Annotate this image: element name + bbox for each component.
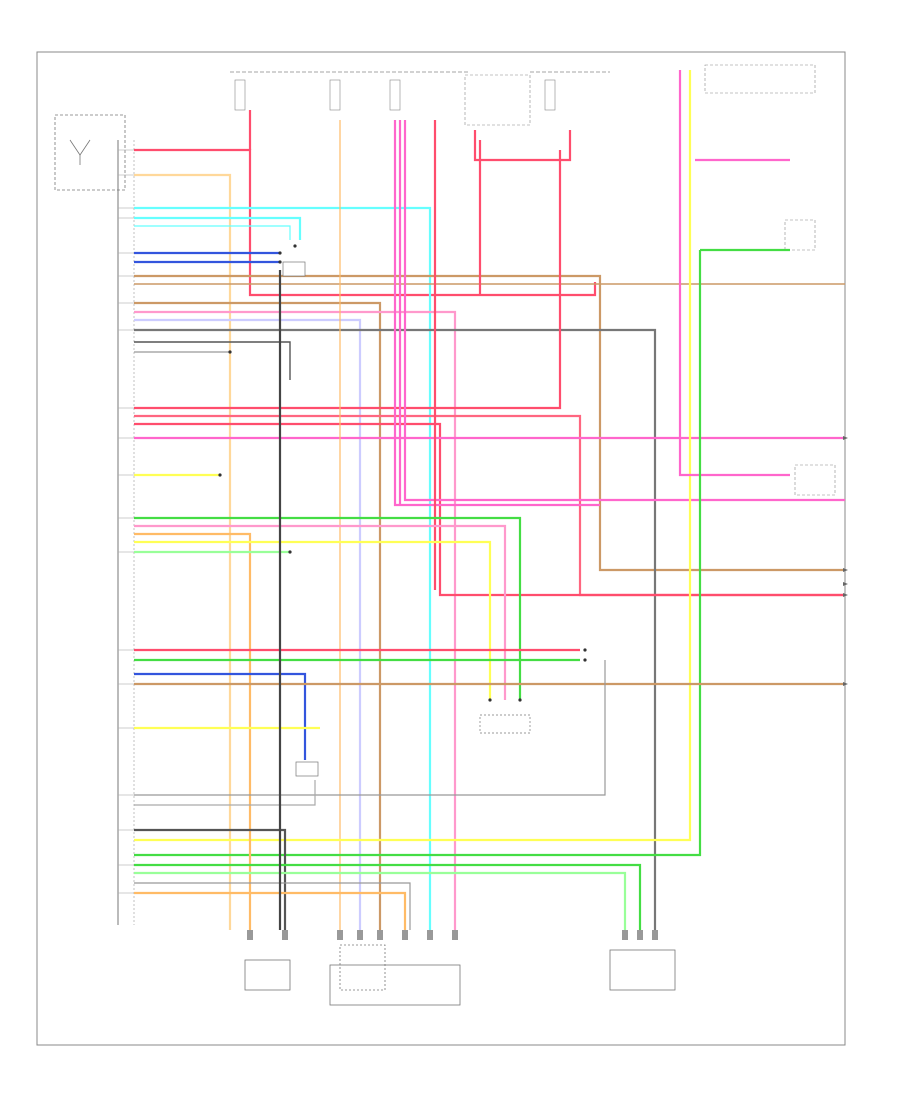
wire-gry-3 — [134, 660, 606, 796]
connector-dots — [218, 244, 587, 702]
wire-red-5 — [134, 422, 845, 597]
wire-pink-10 — [134, 524, 507, 700]
top-fuse-boxes — [230, 71, 610, 126]
right-edge-arrows — [843, 436, 848, 686]
wire-pink-2 — [134, 318, 362, 930]
wire-pink-4 — [393, 120, 600, 507]
wire-pink-8 — [678, 70, 790, 477]
wire-ltblu-3 — [134, 225, 291, 240]
wire-red-3 — [134, 150, 562, 410]
wires — [134, 70, 845, 930]
wire-red-1 — [134, 148, 597, 297]
wire-brn-1 — [134, 274, 845, 572]
wire-blk-2 — [134, 828, 287, 930]
wire-pink-1 — [134, 310, 457, 930]
wire-yel-1 — [134, 70, 692, 842]
pcm-connector — [117, 140, 135, 925]
diagram-frame — [36, 51, 846, 1046]
pcm-pin-ticks — [118, 149, 134, 894]
wire-tan-2 — [134, 532, 252, 930]
wire-dkblu-3 — [134, 672, 307, 760]
wire-gry-1 — [134, 328, 657, 930]
wire-ltgrn-2 — [134, 871, 627, 930]
wire-pink-6 — [403, 120, 845, 502]
wire-red-6 — [473, 130, 572, 162]
wire-tan-1 — [134, 173, 232, 930]
wire-yel-3 — [134, 540, 492, 700]
wire-gry-5 — [134, 882, 411, 930]
wire-grn-2 — [134, 250, 702, 857]
wire-ltblu-1 — [134, 206, 432, 930]
wire-brn-3 — [134, 301, 382, 930]
wire-gry-4 — [134, 780, 316, 806]
wire-orn-3 — [134, 891, 407, 930]
wire-ltblu-2 — [134, 216, 302, 240]
top-right-connector — [704, 64, 836, 496]
top-left-module — [54, 114, 126, 191]
wire-grn-5 — [134, 863, 642, 930]
inline-components — [282, 261, 531, 777]
wire-blk-1 — [134, 341, 291, 380]
bottom-components — [244, 944, 676, 1006]
wire-grn-3 — [134, 516, 522, 700]
bottom-pins — [247, 930, 658, 940]
